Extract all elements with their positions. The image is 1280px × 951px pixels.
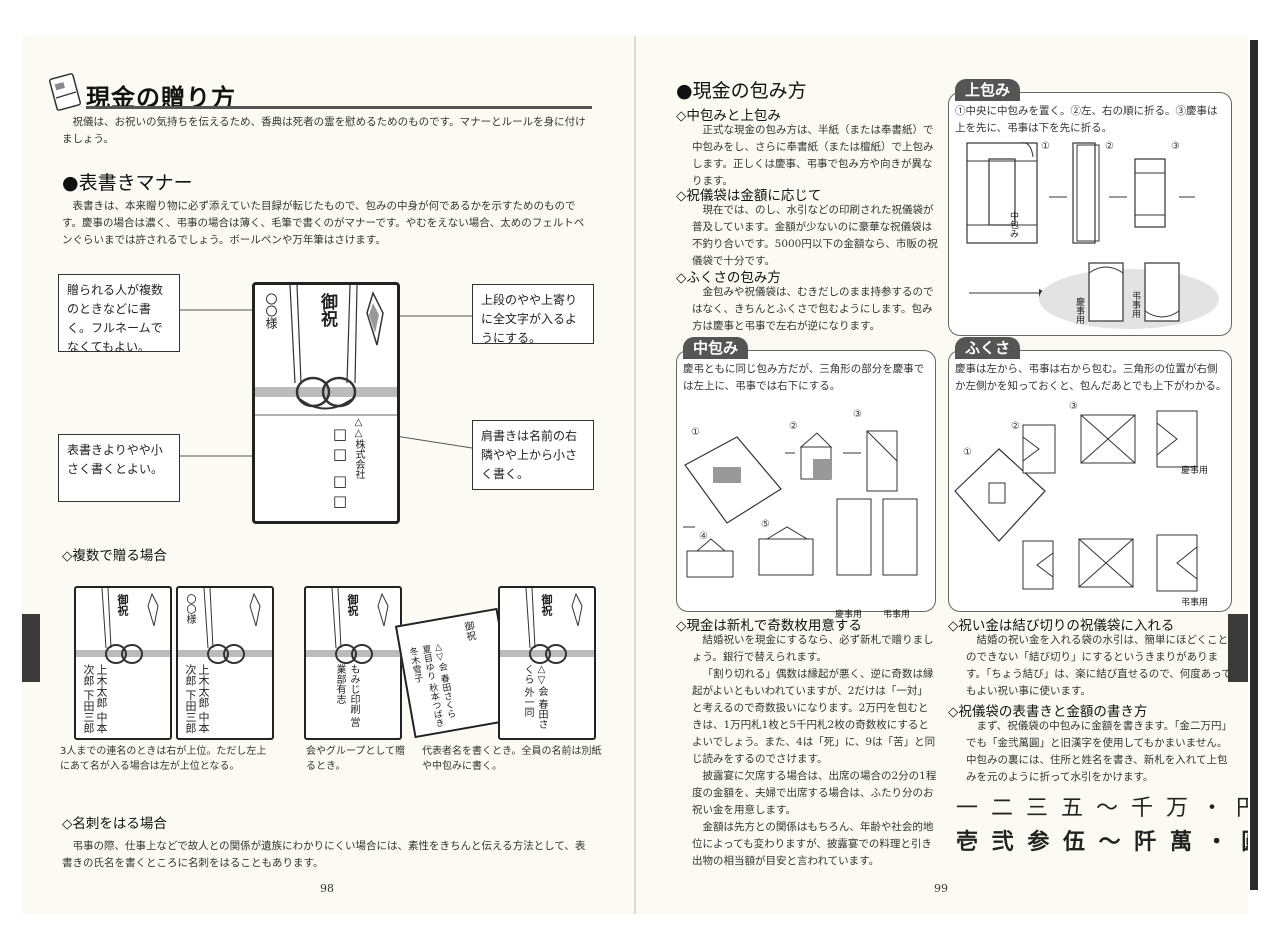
callout-name-size: 表書きよりやや小さく書くとよい。 [58,434,180,502]
fukusa-panel: ふくさ 慶事は左から、弔事は右から包む。三角形の位置が右側か左側かを知っておくと… [948,337,1232,612]
numerals-modern: 一 二 三 五 ～ 千 万 ・ 円 [956,796,1248,821]
right-page: ●現金の包み方 ◇中包みと上包み 正式な現金の包み方は、半紙（または奉書紙）で中… [636,36,1248,914]
keiji-label: 慶事用 [835,610,863,620]
kingaku-body: まず、祝儀袋の中包みに金額を書きます。「金二万円」でも「金弐萬圓」と旧漢字を使用… [966,720,1232,783]
musubikiri-body: 結婚の祝い金を入れる袋の水引は、簡単にほどくことのできない「結び切り」にするとい… [966,634,1232,697]
book-gutter [633,36,637,914]
left-index-tab [22,614,40,682]
small-mizuhiki-2 [178,588,272,664]
nakazutsumi-body: 正式な現金の包み方は、半紙（または奉書紙）で中包みをし、さらに奉書紙（または檀紙… [692,124,934,187]
page-number-left: 98 [320,882,334,895]
fukusa-diagram [954,410,1198,592]
uwazutsumi-text: ①中央に中包みを置く。②左、右の順に折る。③慶事は上を先に、弔事は下を先に折る。 [955,105,1218,134]
atena-names: 上木太郎 中本次郎 下田三郎 [184,664,210,734]
book-edge [1250,40,1258,890]
small-envelope-atena: 〇〇様 上木太郎 中本次郎 下田三郎 [176,586,274,740]
representative-names: △▽会 春田さくら 外一同 [522,664,547,730]
callout-title-position: 上段のやや上寄りに全文字が入るようにする。 [472,284,594,345]
caption-representative: 代表者名を書くとき。全員の名前は別紙や中包みに書く。 [422,746,602,772]
meishi-body: 弔事の際、仕事上などで故人との関係が遺族にわかりにくい場合には、素性をきちんと伝… [62,840,586,869]
group-names: もみじ印刷 営業部有志 [334,664,359,728]
step-1: ① [691,427,700,438]
small-mizuhiki-5 [500,588,594,664]
nakazutsumi-label: 中包み [1008,211,1018,238]
step-2: ② [1011,421,1020,432]
sub-heading-fukusa: ◇ふくさの包み方 [676,270,781,286]
section-heading-omotegaki: ●表書きマナー [62,172,193,194]
nakazutsumi-panel-text: 慶弔ともに同じ包み方だが、三角形の部分を慶事では左上に、弔事では右下にする。 [683,363,925,392]
caption-renmei: 3人までの連名のときは右が上位。ただし左上にあて名が入る場合は左が上位となる。 [60,746,267,772]
small-envelope-title: 御祝 [116,594,129,616]
separate-paper-title: 御祝 [461,620,476,643]
shugibukuro-body: 現在では、のし、水引などの印刷された祝儀袋が普及しています。金額が少ないのに豪華… [692,204,938,267]
section-heading-meishi: ◇名刺をはる場合 [62,816,167,832]
fukusa-body: 金包みや祝儀袋は、むきだしのまま持参するのではなく、きちんとふくさで包むようにし… [692,286,934,332]
small-mizuhiki-3 [306,588,400,664]
fukusa-tag: ふくさ [955,337,1021,359]
shinsatsu-para-2: 「割り切れる」偶数は縁起が悪く、逆に奇数は縁起がよいともいわれていますが、2だけ… [692,668,936,765]
nakazutsumi-panel: 中包み 慶弔ともに同じ包み方だが、三角形の部分を慶事では左上に、弔事では右下にす… [676,337,936,620]
envelope-company: △△株式会社 [353,417,364,479]
caption-group: 会やグループとして贈るとき。 [306,746,406,772]
envelope-icon [48,73,82,111]
step-3: ③ [1069,401,1078,412]
uwazutsumi-diagram [966,142,1219,329]
step-1: ① [1041,141,1050,152]
right-index-tab [1228,614,1248,682]
section-heading-multiple: ◇複数で贈る場合 [62,548,167,564]
sub-heading-shinsatsu: ◇現金は新札で奇数枚用意する [676,618,862,634]
small-mizuhiki-1 [76,588,170,664]
main-noshibukuro: 御祝 〇〇様 △△株式会社 □□ □□ [252,282,400,524]
step-2: ② [789,421,798,432]
choji-label: 弔事用 [883,610,911,620]
step-4: ④ [699,531,708,542]
envelope-name: □□ □□ [331,425,349,512]
sub-heading-kingaku: ◇祝儀袋の表書きと金額の書き方 [948,704,1148,720]
small-envelope-group: 御祝 もみじ印刷 営業部有志 [304,586,402,740]
shinsatsu-body: 結婚祝いを現金にするなら、必ず新札で贈りましょう。銀行で替えられます。 「割り切… [692,632,938,870]
step-1: ① [963,447,972,458]
shinsatsu-para-1: 結婚祝いを現金にするなら、必ず新札で贈りましょう。銀行で替えられます。 [692,634,934,663]
keiji-label: 慶事用 [1181,466,1209,476]
sub-heading-musubikiri: ◇祝い金は結び切りの祝儀袋に入れる [948,618,1175,634]
renmei-names: 上木太郎 中本次郎 下田三郎 [82,664,108,734]
mizuhiki-illustration [255,285,397,416]
step-5: ⑤ [761,519,770,530]
choji-label: 弔事用 [1130,291,1140,318]
envelope-title-goshuku: 御祝 [317,293,337,327]
small-envelope-title: 御祝 [346,594,359,616]
step-3: ③ [853,409,862,420]
small-envelope-title: 御祝 [540,594,553,616]
left-page: 現金の贈り方 祝儀は、お祝いの気持ちを伝えるため、香典は死者の霊を慰めるためのも… [22,36,634,914]
nakazutsumi-tag: 中包み [683,337,749,359]
uwazutsumi-tag: 上包み [955,79,1021,101]
right-title: ●現金の包み方 [676,80,807,102]
fukusa-panel-text: 慶事は左から、弔事は右から包む。三角形の位置が右側か左側かを知っておくと、包んだ… [955,363,1227,392]
intro-text: 祝儀は、お祝いの気持ちを伝えるため、香典は死者の霊を慰めるためのものです。マナー… [62,116,586,145]
separate-paper-names: △▽会 春田さくら 夏目ゆり 秋本つばき 冬木雪子 [406,641,456,729]
sub-heading-nakazutsumi: ◇中包みと上包み [676,108,781,124]
callout-recipient: 贈られる人が複数のときなどに書く。フルネームでなくてもよい。 [58,274,180,354]
choji-label: 弔事用 [1181,598,1209,608]
small-envelope-recipient: 〇〇様 [184,594,195,624]
shinsatsu-para-4: 金額は先方との関係はもちろん、年齢や社会的地位によっても変わりますが、披露宴での… [692,821,934,867]
step-2: ② [1105,141,1114,152]
step-3: ③ [1171,141,1180,152]
page-number-right: 99 [934,882,948,895]
numerals-old: 壱 弐 参 伍 ～ 阡 萬 ・ 圓 [956,829,1248,855]
small-envelope-representative: 御祝 △▽会 春田さくら 外一同 [498,586,596,740]
nakazutsumi-diagram [683,430,918,578]
callout-job-title: 肩書きは名前の右隣やや上から小さく書く。 [472,420,594,490]
shinsatsu-para-3: 披露宴に欠席する場合は、出席の場合の2分の1程度の金額を、夫婦で出席する場合は、… [692,770,937,816]
small-envelope-renmei: 御祝 上木太郎 中本次郎 下田三郎 [74,586,172,740]
title-underline [86,106,592,109]
omotegaki-body: 表書きは、本来贈り物に必ず添えていた目録が転じたもので、包みの中身が何であるかを… [62,200,585,246]
envelope-recipient: 〇〇様 [264,293,278,329]
uwazutsumi-panel: 上包み ①中央に中包みを置く。②左、右の順に折る。③慶事は上を先に、弔事は下を先… [948,79,1232,336]
sub-heading-shugibukuro: ◇祝儀袋は金額に応じて [676,188,822,204]
keiji-label: 慶事用 [1074,297,1084,324]
